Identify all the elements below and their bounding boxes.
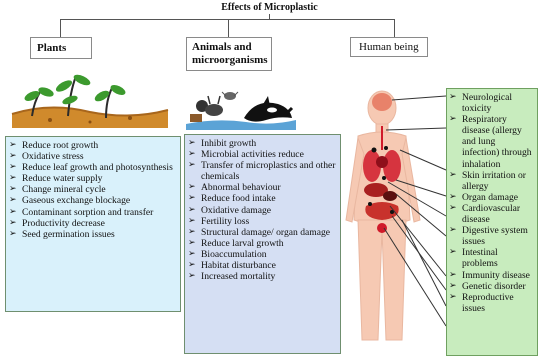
human-effect-item: Skin irritation or allergy — [449, 170, 534, 192]
animals-effect-item: Reduce larval growth — [188, 238, 337, 249]
human-effect-item: Cardiovascular disease — [449, 203, 534, 225]
human-effect-item: Organ damage — [449, 192, 534, 203]
connector-animals — [228, 19, 229, 37]
plants-effect-item: Reduce leaf growth and photosynthesis — [9, 162, 177, 173]
animals-effects-list: Inhibit growth Microbial activities redu… — [185, 135, 340, 282]
animals-effects-box: Inhibit growth Microbial activities redu… — [184, 134, 341, 354]
human-effect-item: Intestinal problems — [449, 247, 534, 269]
human-effects-box: Neurological toxicity Respiratory diseas… — [446, 88, 538, 356]
animals-effect-item: Microbial activities reduce — [188, 149, 337, 160]
animals-effect-item: Structural damage/ organ damage — [188, 227, 337, 238]
plant-seedlings-icon — [10, 62, 170, 132]
animals-effect-item: Increased mortality — [188, 271, 337, 282]
animals-effect-item: Fertility loss — [188, 216, 337, 227]
header-human: Human being — [350, 37, 428, 57]
human-effect-item: Immunity disease — [449, 270, 534, 281]
human-effect-item: Digestive system issues — [449, 225, 534, 247]
plants-effect-item: Seed germination issues — [9, 229, 177, 240]
human-effects-list: Neurological toxicity Respiratory diseas… — [447, 89, 537, 314]
human-effect-item: Respiratory disease (allergy and lung in… — [449, 114, 534, 169]
header-animals-line1: Animals and — [192, 41, 271, 54]
human-effect-item: Genetic disorder — [449, 281, 534, 292]
plants-effects-box: Reduce root growth Oxidative stress Redu… — [5, 136, 181, 312]
plants-effect-item: Reduce root growth — [9, 140, 177, 151]
animals-effect-item: Transfer of microplastics and other chem… — [188, 160, 337, 182]
header-animals-line2: microorganisms — [192, 54, 271, 67]
human-effect-item: Reproductive issues — [449, 292, 534, 314]
plants-effect-item: Oxidative stress — [9, 151, 177, 162]
plants-effects-list: Reduce root growth Oxidative stress Redu… — [6, 137, 180, 240]
human-effect-item: Neurological toxicity — [449, 92, 534, 114]
header-human-label: Human being — [359, 41, 419, 53]
header-plants: Plants — [30, 37, 92, 59]
animals-effect-item: Inhibit growth — [188, 138, 337, 149]
plants-effect-item: Contaminant sorption and transfer — [9, 207, 177, 218]
animals-effect-item: Habitat disturbance — [188, 260, 337, 271]
animals-effect-item: Oxidative damage — [188, 205, 337, 216]
animals-effect-item: Bioaccumulation — [188, 249, 337, 260]
plants-effect-item: Reduce water supply — [9, 173, 177, 184]
connector-plants — [60, 19, 61, 37]
header-animals: Animals and microorganisms — [186, 37, 272, 71]
connector-human — [394, 19, 395, 37]
plants-effect-item: Change mineral cycle — [9, 184, 177, 195]
animals-icon — [186, 74, 296, 130]
animals-effect-item: Reduce food intake — [188, 193, 337, 204]
plants-effect-item: Gaseous exchange blockage — [9, 195, 177, 206]
human-anatomy-icon — [340, 70, 448, 356]
plants-effect-item: Productivity decrease — [9, 218, 177, 229]
diagram-title: Effects of Microplastic — [0, 2, 539, 13]
header-plants-label: Plants — [37, 42, 66, 54]
animals-effect-item: Abnormal behaviour — [188, 182, 337, 193]
